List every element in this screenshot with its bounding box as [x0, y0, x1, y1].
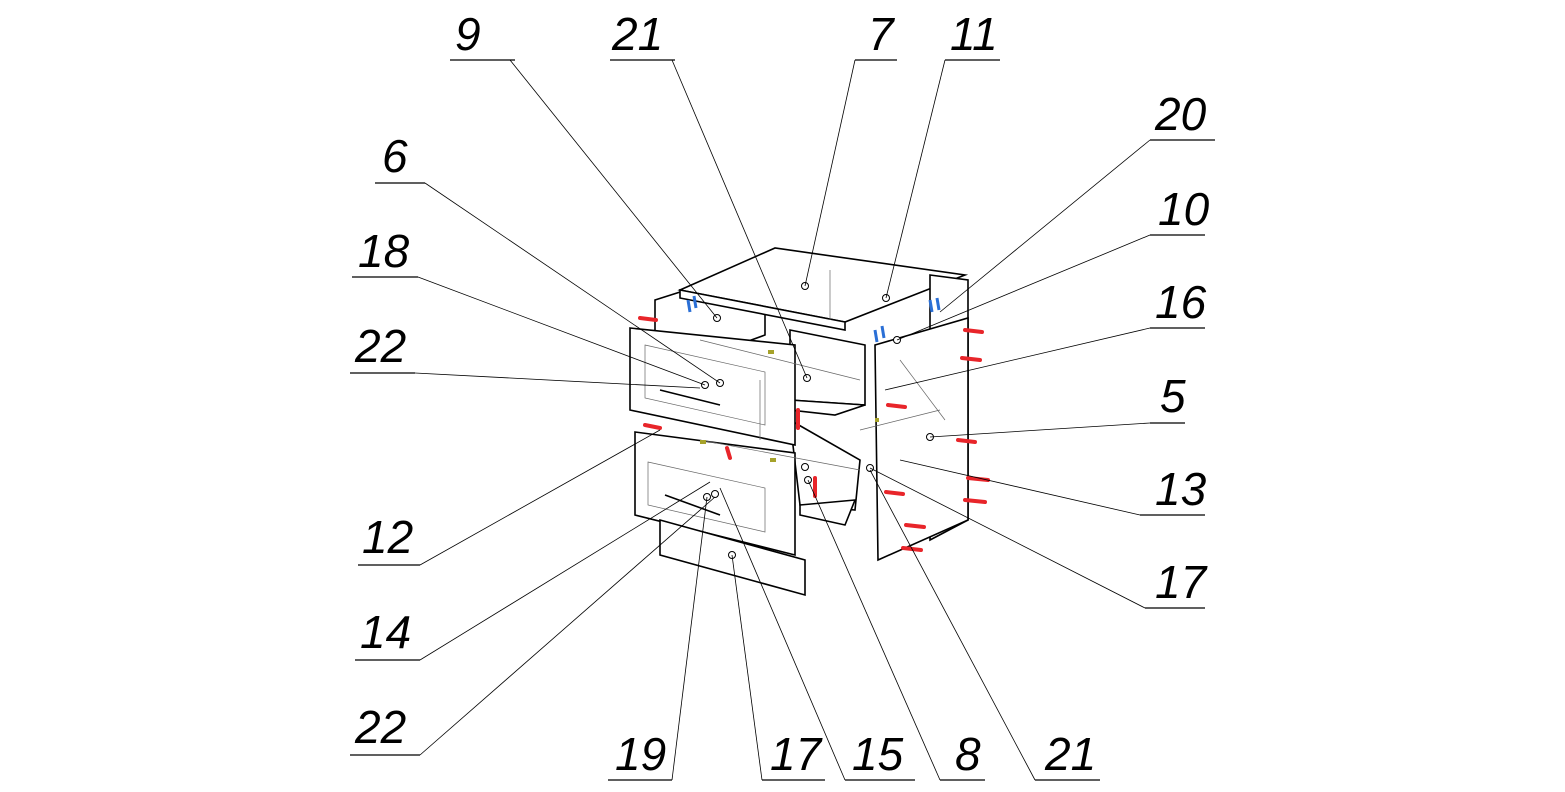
callout-22-lower: 22	[350, 496, 716, 756]
callout-9: 9	[450, 8, 718, 319]
callout-17-right: 17	[869, 467, 1208, 609]
hidden-lines	[699, 270, 946, 471]
back-frame	[789, 329, 866, 406]
callout-label: 18	[358, 225, 410, 277]
callout-label: 17	[1155, 556, 1208, 608]
clips-blue	[686, 295, 941, 343]
callout-label: 21	[1044, 728, 1096, 780]
callout-10: 10	[896, 183, 1210, 341]
callout-11: 11	[885, 8, 1000, 299]
callout-21-bottom: 21	[869, 469, 1100, 781]
callout-label: 9	[455, 8, 481, 60]
callout-label: 22	[354, 701, 406, 753]
callout-label: 11	[950, 8, 998, 60]
drawer-front-upper-inner	[644, 344, 766, 426]
callout-17-bottom: 17	[731, 554, 825, 781]
end-panel-right	[874, 316, 969, 562]
cabinet-drawing	[629, 247, 990, 597]
handle-lower	[664, 494, 721, 516]
callout-16: 16	[884, 276, 1207, 391]
callout-14: 14	[355, 481, 711, 661]
callout-label: 5	[1160, 370, 1186, 422]
top-panel-edge	[679, 289, 846, 331]
shelf-lower	[789, 418, 861, 511]
callout-8: 8	[807, 479, 985, 781]
callout-label: 8	[955, 728, 981, 780]
callout-18: 18	[352, 225, 706, 386]
callout-22-upper: 22	[350, 320, 701, 389]
handle-upper	[659, 389, 721, 406]
callout-15: 15	[719, 487, 915, 781]
callout-label: 20	[1154, 88, 1207, 140]
callout-5: 5	[929, 370, 1186, 438]
callout-label: 22	[354, 320, 406, 372]
callout-label: 19	[615, 728, 666, 780]
callout-19: 19	[608, 496, 708, 781]
callout-label: 21	[611, 8, 663, 60]
callout-label: 13	[1155, 463, 1207, 515]
callout-12: 12	[358, 429, 661, 566]
callout-13: 13	[899, 459, 1207, 516]
callout-label: 16	[1155, 276, 1207, 328]
callout-label: 17	[770, 728, 823, 780]
drawer-front-lower-inner	[647, 461, 766, 533]
callout-label: 7	[868, 8, 895, 60]
callout-label: 6	[382, 130, 408, 182]
callout-label: 10	[1158, 183, 1210, 235]
callout-20: 20	[939, 88, 1215, 313]
cams	[700, 350, 879, 462]
drawer-front-upper	[629, 327, 796, 446]
callout-label: 14	[360, 606, 411, 658]
callout-21-top: 21	[610, 8, 808, 379]
callout-6: 6	[375, 130, 721, 384]
callout-7: 7	[804, 8, 897, 287]
bottom-panel	[799, 499, 857, 526]
callout-label: 12	[362, 511, 413, 563]
callout-label: 15	[852, 728, 904, 780]
